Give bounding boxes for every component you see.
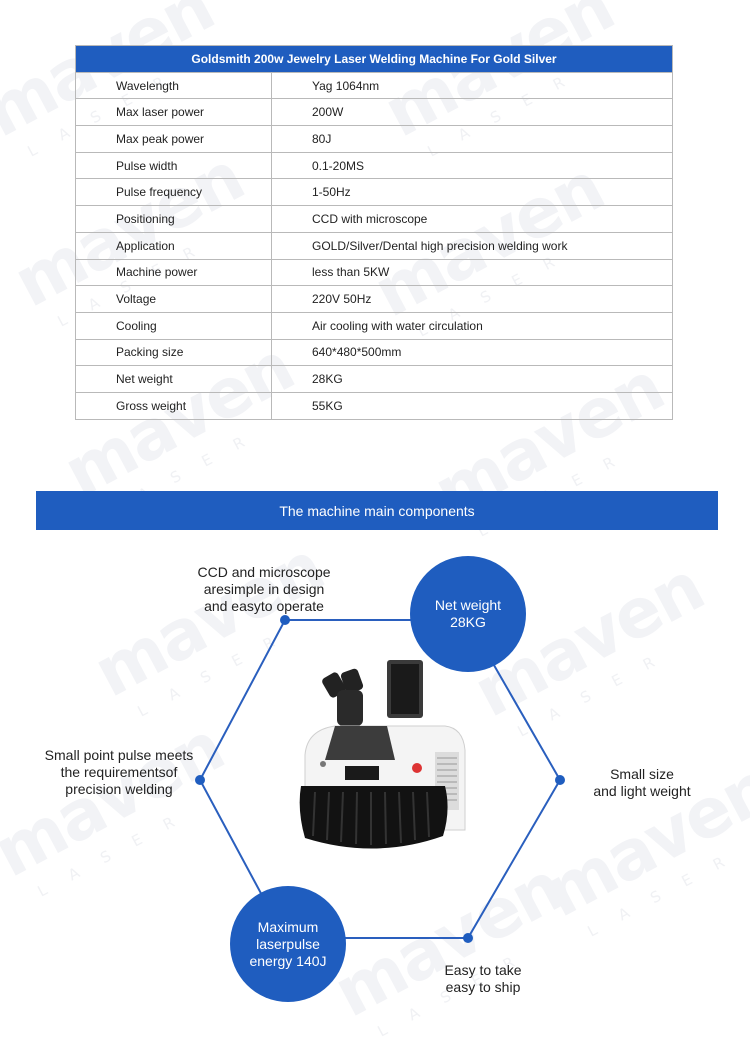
spec-value: 200W xyxy=(271,98,673,127)
spec-key: Pulse frequency xyxy=(75,178,272,207)
spec-key: Positioning xyxy=(75,205,272,233)
spec-key: Cooling xyxy=(75,311,272,340)
spec-table-title: Goldsmith 200w Jewelry Laser Welding Mac… xyxy=(75,45,673,73)
hexagon-node xyxy=(195,775,205,785)
component-hexagon xyxy=(195,615,565,943)
spec-value: 80J xyxy=(271,125,673,153)
section-title-bar: The machine main components xyxy=(36,491,718,530)
spec-value: Yag 1064nm xyxy=(271,71,673,100)
spec-key: Max peak power xyxy=(75,125,272,153)
hexagon-node xyxy=(463,933,473,943)
spec-value: 55KG xyxy=(271,391,673,420)
spec-value: 1-50Hz xyxy=(271,178,673,207)
spec-key: Gross weight xyxy=(75,391,272,420)
spec-value: CCD with microscope xyxy=(271,205,673,233)
spec-value: 640*480*500mm xyxy=(271,338,673,367)
spec-value: less than 5KW xyxy=(271,258,673,287)
spec-value: GOLD/Silver/Dental high precision weldin… xyxy=(271,231,673,260)
hexagon-node xyxy=(555,775,565,785)
laser-welding-machine-image xyxy=(299,660,466,849)
spec-key: Voltage xyxy=(75,285,272,313)
spec-value: Air cooling with water circulation xyxy=(271,311,673,340)
spec-key: Packing size xyxy=(75,338,272,367)
spec-key: Machine power xyxy=(75,258,272,287)
spec-value: 0.1-20MS xyxy=(271,151,673,180)
spec-table: Goldsmith 200w Jewelry Laser Welding Mac… xyxy=(75,45,673,420)
hexagon-node xyxy=(280,615,290,625)
